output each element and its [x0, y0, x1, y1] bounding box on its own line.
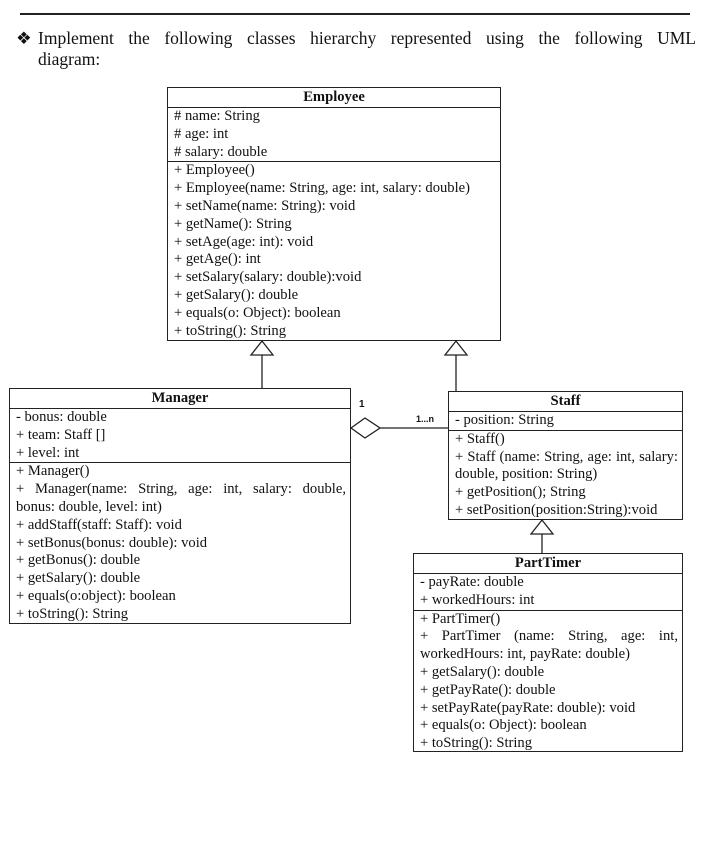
method: + getSalary(): double — [16, 570, 141, 587]
instruction-word: UML — [657, 28, 696, 48]
parttimer-attributes: - payRate: double + workedHours: int — [414, 574, 682, 611]
method: + getBonus(): double — [16, 552, 141, 569]
method: + toString(): String — [420, 735, 533, 752]
method: + PartTimer (name: String, age: int, wor… — [420, 628, 678, 663]
attribute: - payRate: double — [420, 574, 524, 590]
method: + toString(): String — [16, 605, 129, 622]
instruction-word: hierarchy — [310, 28, 377, 48]
multiplicity-staff-end: 1...n — [416, 414, 435, 424]
attribute: + level: int — [16, 444, 80, 461]
instruction-word: classes — [246, 28, 296, 48]
method: + getPayRate(): double — [420, 681, 556, 698]
instruction-word: the — [538, 28, 560, 48]
method: + Staff() — [455, 430, 505, 447]
manager-attributes: - bonus: double + team: Staff [] + level… — [10, 409, 350, 464]
class-name-manager: Manager — [10, 389, 350, 409]
method: + setPayRate(payRate: double): void — [420, 699, 636, 716]
method: + setName(name: String): void — [174, 197, 356, 214]
attribute: # salary: double — [174, 143, 268, 160]
method: + addStaff(staff: Staff): void — [16, 516, 182, 533]
top-rule — [20, 13, 690, 15]
method: + getSalary(): double — [420, 663, 545, 680]
class-employee: Employee # name: String # age: int # sal… — [167, 87, 501, 341]
instruction-word: following — [164, 28, 233, 48]
bullet-diamond-icon: ❖ — [16, 28, 32, 48]
instruction-word: the — [128, 28, 150, 48]
aggregation-diamond-icon — [349, 417, 382, 439]
employee-attributes: # name: String # age: int # salary: doub… — [168, 108, 500, 163]
staff-methods: + Staff() + Staff (name: String, age: in… — [449, 431, 682, 520]
method: + PartTimer() — [420, 610, 501, 627]
method: + setBonus(bonus: double): void — [16, 534, 208, 551]
method: + equals(o: Object): boolean — [174, 304, 341, 321]
attribute: - position: String — [455, 412, 554, 428]
class-name-staff: Staff — [449, 392, 682, 412]
instruction-line-2: diagram: — [38, 49, 101, 69]
attribute: + team: Staff [] — [16, 426, 106, 443]
method: + setSalary(salary: double):void — [174, 269, 362, 286]
instruction-line-1: ❖ Implement the following classes hierarc… — [16, 28, 696, 49]
method: + toString(): String — [174, 322, 287, 339]
method: + equals(o:object): boolean — [16, 587, 176, 604]
method: + setAge(age: int): void — [174, 233, 314, 250]
parttimer-inheritance-arrow-icon — [529, 518, 555, 535]
method: + equals(o: Object): boolean — [420, 717, 587, 734]
staff-inheritance-arrow-icon — [443, 339, 469, 356]
employee-methods: + Employee() + Employee(name: String, ag… — [168, 162, 500, 340]
parttimer-methods: + PartTimer() + PartTimer (name: String,… — [414, 611, 682, 753]
instruction-word: following — [574, 28, 643, 48]
instruction-word: represented — [390, 28, 472, 48]
manager-methods: + Manager() + Manager(name: String, age:… — [10, 463, 350, 623]
manager-inheritance-arrow-icon — [249, 339, 275, 356]
method: + Employee(name: String, age: int, salar… — [174, 180, 470, 197]
attribute: # age: int — [174, 125, 229, 142]
method: + getAge(): int — [174, 251, 261, 268]
class-staff: Staff - position: String + Staff() + Sta… — [448, 391, 683, 520]
class-parttimer: PartTimer - payRate: double + workedHour… — [413, 553, 683, 752]
method: + Manager() — [16, 463, 90, 480]
multiplicity-manager-end: 1 — [359, 399, 365, 410]
method: + getSalary(): double — [174, 286, 299, 303]
method: + getPosition(); String — [455, 484, 586, 501]
method: + Manager(name: String, age: int, salary… — [16, 481, 346, 515]
attribute: - bonus: double — [16, 409, 107, 425]
method: + Staff (name: String, age: int, salary:… — [455, 448, 678, 483]
staff-attributes: - position: String — [449, 412, 682, 431]
attribute: + workedHours: int — [420, 591, 535, 608]
method: + getName(): String — [174, 215, 292, 232]
instruction-text: ❖ Implement the following classes hierarc… — [16, 28, 696, 70]
attribute: # name: String — [174, 108, 260, 124]
method: + setPosition(position:String):void — [455, 501, 658, 518]
class-name-parttimer: PartTimer — [414, 554, 682, 574]
method: + Employee() — [174, 162, 255, 179]
instruction-word: using — [485, 28, 524, 48]
instruction-word: Implement — [38, 28, 114, 48]
class-manager: Manager - bonus: double + team: Staff []… — [9, 388, 351, 624]
class-name-employee: Employee — [168, 88, 500, 108]
